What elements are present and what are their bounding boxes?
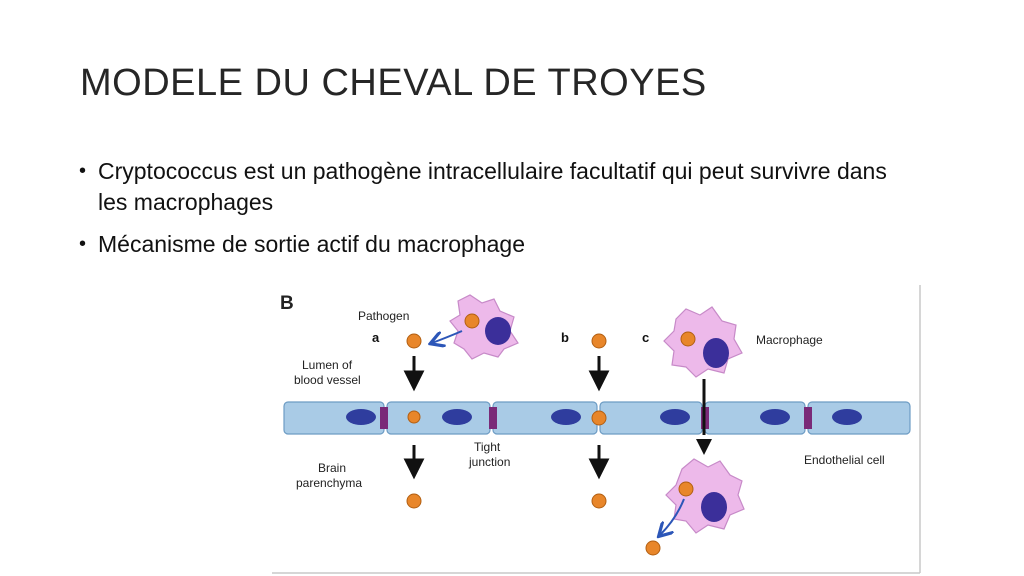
tight-junction: [489, 407, 497, 429]
down-arrow-icon: [403, 445, 425, 480]
brain-label-line1: Brain: [318, 461, 346, 475]
endothelial-nucleus: [832, 409, 862, 425]
macrophage-nucleus: [485, 317, 511, 345]
down-arrow-icon: [588, 356, 610, 392]
bullet-item: • Mécanisme de sortie actif du macrophag…: [78, 229, 898, 260]
pathogen: [591, 333, 607, 349]
down-arrow-icon: [588, 445, 610, 480]
bullet-dot-icon: •: [79, 233, 87, 255]
pathogen-in-macrophage: [678, 481, 694, 497]
endothelial-cell: [492, 401, 598, 435]
tight-junction: [804, 407, 812, 429]
endothelial-nucleus: [346, 409, 376, 425]
figure-diagram: B a b c Pathogen Lumen of blood vessel T…: [272, 285, 921, 574]
endothelial-nucleus: [660, 409, 690, 425]
macrophage-cell: [665, 458, 745, 534]
endothelium-layer: [283, 401, 911, 435]
macrophage-label: Macrophage: [756, 333, 823, 347]
bullet-list: • Cryptococcus est un pathogène intracel…: [78, 156, 898, 271]
route-b: [588, 333, 610, 509]
tight-junction-label-line1: Tight: [474, 440, 501, 454]
pathogen: [406, 493, 422, 509]
bullet-dot-icon: •: [79, 160, 87, 182]
tight-junction-label-line2: junction: [468, 455, 510, 469]
exit-arrow-icon: [432, 330, 463, 343]
pathogen-in-macrophage: [464, 313, 480, 329]
route-label-b: b: [561, 330, 569, 345]
endothelial-cell: [704, 401, 806, 435]
bullet-text: Mécanisme de sortie actif du macrophage: [98, 231, 525, 257]
pathogen: [406, 333, 422, 349]
bullet-item: • Cryptococcus est un pathogène intracel…: [78, 156, 898, 218]
macrophage-cell: [663, 306, 743, 378]
endothelial-cell-label: Endothelial cell: [804, 453, 885, 467]
panel-label: B: [280, 293, 294, 314]
lumen-label-line2: blood vessel: [294, 373, 361, 387]
route-a: [403, 294, 519, 509]
down-arrow-icon: [403, 356, 425, 392]
endothelial-cell: [386, 401, 491, 435]
route-c: [645, 306, 745, 556]
pathogen-in-macrophage: [680, 331, 696, 347]
trojan-horse-figure: B a b c Pathogen Lumen of blood vessel T…: [272, 283, 924, 575]
down-arrow-icon: [696, 439, 712, 455]
pathogen-transcellular: [407, 410, 421, 424]
endothelial-nucleus: [760, 409, 790, 425]
pathogen: [645, 540, 661, 556]
pathogen-paracellular: [591, 410, 607, 426]
macrophage-nucleus: [701, 492, 727, 522]
tight-junction: [380, 407, 388, 429]
bullet-text: Cryptococcus est un pathogène intracellu…: [98, 158, 887, 215]
macrophage-nucleus: [703, 338, 729, 368]
slide-title: MODELE DU CHEVAL DE TROYES: [80, 62, 707, 104]
route-label-a: a: [372, 330, 380, 345]
endothelial-nucleus: [551, 409, 581, 425]
brain-label-line2: parenchyma: [296, 476, 362, 490]
exit-arrow-icon: [660, 498, 685, 535]
endothelial-nucleus: [442, 409, 472, 425]
route-label-c: c: [642, 330, 649, 345]
pathogen-label: Pathogen: [358, 309, 409, 323]
lumen-label-line1: Lumen of: [302, 358, 353, 372]
pathogen: [591, 493, 607, 509]
